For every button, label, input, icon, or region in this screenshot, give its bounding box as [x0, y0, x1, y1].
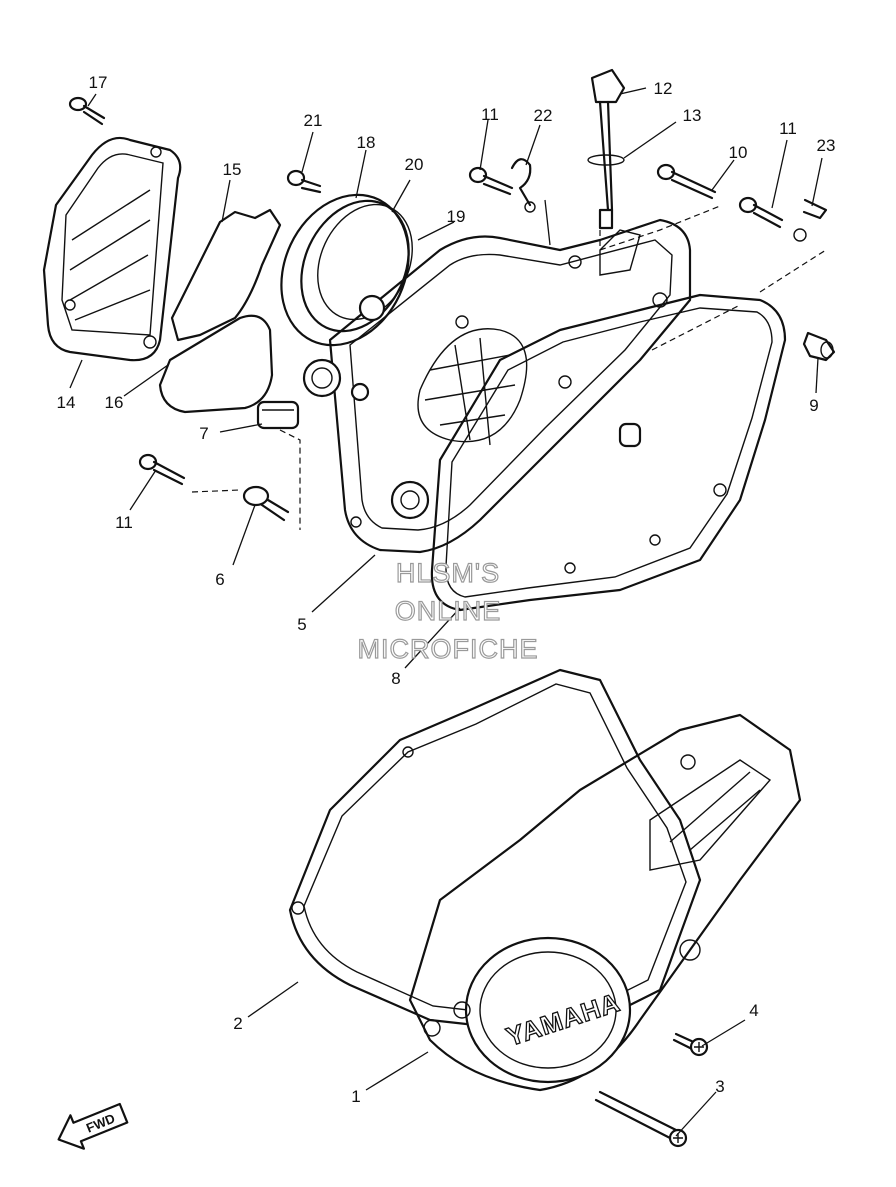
callout-6: 6	[215, 570, 224, 589]
watermark: HLSM'S ONLINE MICROFICHE	[357, 557, 539, 664]
callout-1: 1	[351, 1087, 360, 1106]
part-23-clip	[793, 198, 828, 242]
callout-7: 7	[199, 424, 208, 443]
leader-lines	[69, 87, 827, 1137]
part-7-damper	[256, 400, 300, 430]
callout-22: 22	[534, 106, 553, 125]
part-11-bolt-right	[738, 196, 784, 229]
callout-labels: 1 2 3 4 5 6 7 8 9 10 11 11 11 12 13 14 1…	[57, 73, 836, 1106]
watermark-line-3: MICROFICHE	[358, 634, 539, 664]
part-14-outer-cover	[42, 136, 182, 362]
callout-9: 9	[809, 396, 818, 415]
part-3-screw	[594, 1090, 688, 1148]
part-11-bolt-top	[468, 166, 514, 196]
callout-11-left: 11	[115, 513, 133, 532]
callout-21: 21	[304, 111, 323, 130]
part-5-crankcase-cover	[302, 218, 692, 554]
callout-11-right: 11	[779, 119, 797, 138]
callout-2: 2	[233, 1014, 242, 1033]
watermark-line-2: ONLINE	[395, 596, 502, 626]
callout-8: 8	[391, 669, 400, 688]
part-6-fitting	[242, 485, 290, 522]
callout-20: 20	[405, 155, 424, 174]
part-22-clip	[510, 158, 536, 213]
callout-17: 17	[89, 73, 108, 92]
callout-18: 18	[357, 133, 376, 152]
watermark-line-1: HLSM'S	[396, 558, 500, 588]
part-2-gasket	[288, 668, 702, 1032]
part-10-bolt	[656, 163, 717, 200]
callout-12: 12	[654, 79, 673, 98]
callout-15: 15	[223, 160, 242, 179]
callout-11-top: 11	[481, 105, 499, 124]
fwd-arrow-icon: FWD	[57, 1102, 129, 1150]
callout-16: 16	[105, 393, 124, 412]
callout-3: 3	[715, 1077, 724, 1096]
part-1-clutch-cover: YAMAHA	[408, 713, 802, 1092]
part-21-bolt	[286, 169, 322, 194]
callout-14: 14	[57, 393, 76, 412]
part-12-13-dipstick	[587, 68, 626, 230]
part-11-bolt-left	[138, 453, 186, 486]
part-17-bolt	[68, 96, 106, 126]
part-15-gasket	[170, 208, 282, 342]
part-16-plate	[158, 314, 274, 414]
part-8-gasket	[430, 293, 787, 612]
callout-5: 5	[297, 615, 306, 634]
part-18-20-rings	[280, 193, 413, 347]
callout-4: 4	[749, 1001, 758, 1020]
callout-23: 23	[817, 136, 836, 155]
part-4-screw	[672, 1032, 709, 1057]
callout-13: 13	[683, 106, 702, 125]
callout-19: 19	[447, 207, 466, 226]
callout-10: 10	[729, 143, 748, 162]
part-9-collar	[802, 331, 836, 362]
